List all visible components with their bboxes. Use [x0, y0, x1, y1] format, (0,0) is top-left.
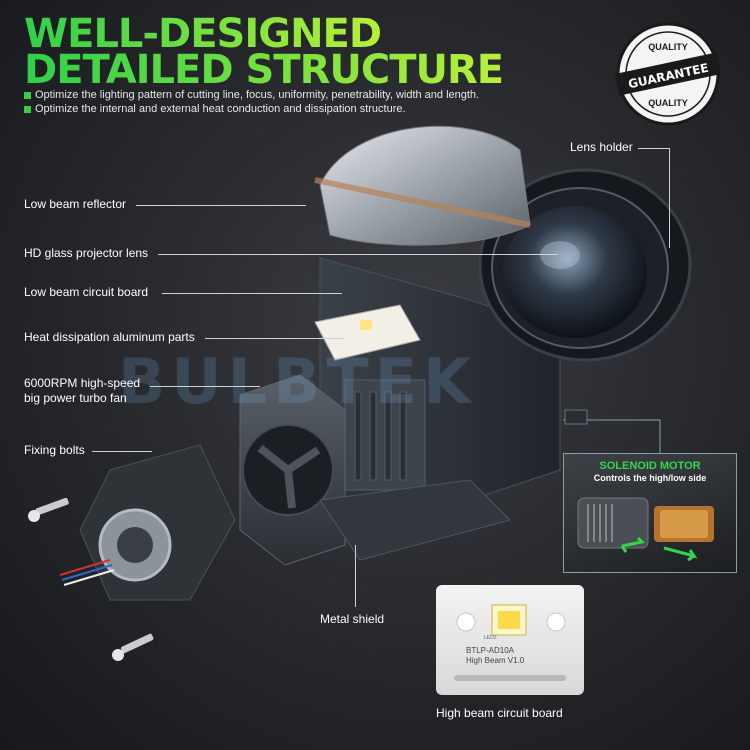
- leader-shield: [355, 545, 356, 607]
- leader-lens-holder-v: [669, 148, 670, 248]
- board-led-mark: LED2: [484, 635, 497, 641]
- leader-lens: [158, 254, 558, 255]
- label-low-beam-board: Low beam circuit board: [24, 285, 149, 299]
- label-low-beam-reflector: Low beam reflector: [24, 197, 127, 211]
- board-illustration: [454, 604, 566, 681]
- leader-reflector: [136, 205, 306, 206]
- label-heat-dissipation: Heat dissipation aluminum parts: [24, 330, 195, 344]
- label-fan-line2: big power turbo fan: [24, 391, 127, 405]
- leader-lens-holder: [638, 148, 670, 149]
- label-fan-line1: 6000RPM high-speed: [24, 376, 141, 390]
- board-part-number: BTLP-AD10A: [466, 646, 515, 655]
- bullet-heat-text: Optimize the internal and external heat …: [35, 103, 406, 115]
- solenoid-title: SOLENOID MOTOR: [599, 460, 701, 472]
- board-beam-version: High Beam V1.0: [466, 656, 525, 665]
- label-fixing-bolts: Fixing bolts: [24, 443, 85, 457]
- badge-bottom-text: QUALITY: [648, 98, 688, 108]
- title-line-2: DETAILED STRUCTURE: [24, 47, 504, 93]
- solenoid-motor-inset: SOLENOID MOTOR Controls the high/low sid…: [563, 453, 737, 573]
- label-high-beam-board: High beam circuit board: [436, 706, 563, 720]
- label-fan: 6000RPM high-speed big power turbo fan: [24, 376, 140, 406]
- leader-bolts: [92, 451, 152, 452]
- badge-top-text: QUALITY: [648, 42, 688, 52]
- label-metal-shield: Metal shield: [320, 612, 385, 626]
- brand-watermark: BULBTEK: [118, 345, 478, 418]
- bullet-square-icon: [24, 91, 31, 99]
- bullet-lighting-text: Optimize the lighting pattern of cutting…: [35, 89, 480, 101]
- leader-fan: [150, 386, 260, 387]
- bullet-lighting: Optimize the lighting pattern of cutting…: [24, 89, 479, 101]
- label-hd-glass-lens: HD glass projector lens: [24, 246, 149, 260]
- title-line-1: WELL-DESIGNED: [24, 11, 382, 57]
- leader-low-board: [162, 293, 342, 294]
- solenoid-illustration: [577, 497, 714, 562]
- guarantee-seal-icon: GUARANTEE QUALITY QUALITY: [614, 22, 722, 126]
- label-lens-holder: Lens holder: [570, 140, 633, 154]
- bullet-heat: Optimize the internal and external heat …: [24, 103, 406, 115]
- bullet-square-icon: [24, 105, 31, 113]
- high-beam-board-inset: LED2 BTLP-AD10A High Beam V1.0: [436, 585, 584, 695]
- solenoid-subtitle: Controls the high/low side: [593, 473, 707, 483]
- leader-heat: [205, 338, 345, 339]
